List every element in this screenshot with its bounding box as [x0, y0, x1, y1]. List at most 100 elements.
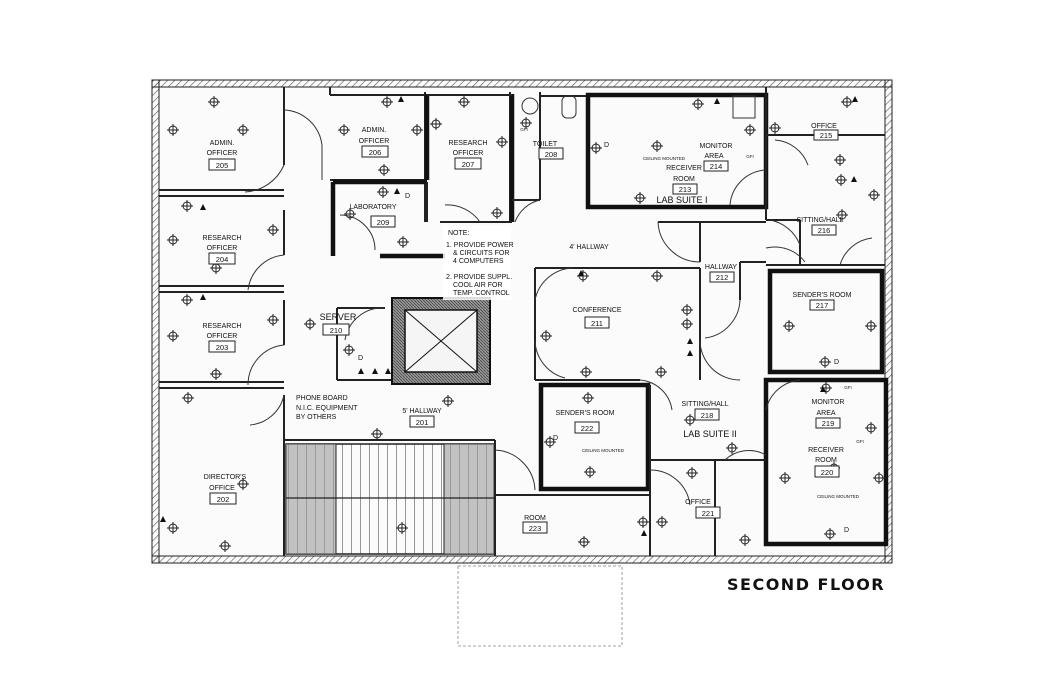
room-name: ADMIN. [210, 140, 235, 147]
room-name-2: OFFICER [207, 150, 238, 157]
room-219: MONITOR AREA 219 [812, 399, 845, 429]
room-211: CONFERENCE 211 [572, 307, 622, 329]
svg-text:D: D [834, 359, 839, 366]
d-marks: D D D D D D [358, 142, 849, 534]
svg-text:D: D [358, 355, 363, 362]
room-name-2: AREA [704, 153, 723, 160]
room-number: 216 [818, 226, 831, 235]
room-220: RECEIVER ROOM 220 [808, 447, 844, 478]
room-number: 217 [816, 301, 829, 310]
phone-board-note: PHONE BOARD N.I.C. EQUIPMENT BY OTHERS [296, 395, 358, 421]
room-name: ROOM [524, 515, 546, 522]
stairs [285, 443, 495, 555]
room-number: 218 [701, 411, 714, 420]
room-name: SERVER [320, 312, 357, 322]
room-201: 5' HALLWAY 201 [402, 408, 442, 428]
room-name-2: OFFICER [359, 138, 390, 145]
room-221: OFFICE 221 [685, 499, 721, 519]
room-number: 221 [702, 509, 715, 518]
room-name: RECEIVER [666, 165, 702, 172]
room-name: RESEARCH [449, 140, 488, 147]
note-title: NOTE: [448, 230, 469, 237]
room-203: RESEARCH OFFICER 203 [203, 323, 242, 353]
note-block: NOTE: 1. PROVIDE POWER & CIRCUITS FOR 4 … [443, 226, 514, 300]
room-209: LABORATORY 209 [349, 204, 397, 228]
note-line: & CIRCUITS FOR [453, 250, 509, 257]
room-name: OFFICE [685, 499, 711, 506]
room-223: ROOM 223 [522, 515, 548, 534]
room-213: RECEIVER ROOM 213 [666, 165, 702, 195]
room-name: MONITOR [812, 399, 845, 406]
note-line: 1. PROVIDE POWER [446, 242, 514, 249]
door-swings [244, 109, 873, 506]
note-line: 4 COMPUTERS [453, 258, 504, 265]
svg-text:GFI: GFI [520, 127, 528, 132]
room-name: SITTING/HALL [796, 217, 843, 224]
room-name: MONITOR [700, 143, 733, 150]
svg-text:GFI: GFI [844, 385, 852, 390]
room-212: HALLWAY 212 [705, 264, 737, 283]
note-line: 2. PROVIDE SUPPL. [446, 274, 512, 281]
svg-text:D: D [553, 435, 558, 442]
note-line: COOL AIR FOR [453, 282, 503, 289]
room-number: 223 [529, 524, 542, 533]
room-name: SITTING/HALL [681, 401, 728, 408]
room-number: 209 [377, 218, 390, 227]
room-number: 206 [369, 148, 382, 157]
room-name: SENDER'S ROOM [556, 410, 615, 417]
room-name: TOILET [533, 141, 558, 148]
svg-text:D: D [604, 142, 609, 149]
svg-text:CEILING MOUNTED: CEILING MOUNTED [643, 156, 686, 161]
room-206: ADMIN. OFFICER 206 [359, 127, 390, 158]
room-number: 219 [822, 419, 835, 428]
room-name: RESEARCH [203, 323, 242, 330]
room-214: MONITOR AREA 214 [700, 143, 733, 172]
room-number: 207 [462, 160, 475, 169]
room-name: 5' HALLWAY [402, 408, 442, 415]
room-name-2: ROOM [815, 457, 837, 464]
note-line: TEMP. CONTROL [453, 290, 510, 297]
room-name: RESEARCH [203, 235, 242, 242]
room-name-2: OFFICE [209, 485, 235, 492]
room-name: DIRECTOR'S [204, 474, 247, 481]
svg-text:GFI: GFI [856, 439, 864, 444]
room-number: 215 [820, 131, 833, 140]
room-number: 201 [416, 418, 429, 427]
room-number: 212 [716, 273, 729, 282]
room-name: RECEIVER [808, 447, 844, 454]
room-name-2: ROOM [673, 176, 695, 183]
room-name: SENDER'S ROOM [793, 292, 852, 299]
svg-text:CEILING MOUNTED: CEILING MOUNTED [817, 494, 860, 499]
room-202: DIRECTOR'S OFFICE 202 [204, 474, 247, 505]
room-number: 214 [710, 162, 723, 171]
room-207: RESEARCH OFFICER 207 [449, 140, 488, 170]
room-name: CONFERENCE [572, 307, 621, 314]
porch-outline [457, 565, 623, 647]
room-name-2: OFFICER [207, 333, 238, 340]
room-number: 220 [821, 468, 834, 477]
room-name: LABORATORY [349, 204, 396, 211]
ceiling-mounted-labels: CEILING MOUNTED CEILING MOUNTED CEILING … [582, 156, 860, 499]
room-204: RESEARCH OFFICER 204 [203, 235, 242, 265]
phone-line: BY OTHERS [296, 414, 337, 421]
room-number: 202 [217, 495, 230, 504]
room-number: 203 [216, 343, 229, 352]
room-name-2: OFFICER [207, 245, 238, 252]
room-216: SITTING/HALL 216 [796, 217, 844, 236]
lab-suite-1-label: LAB SUITE I [656, 195, 707, 205]
room-number: 210 [330, 326, 343, 335]
svg-text:D: D [844, 527, 849, 534]
phone-line: N.I.C. EQUIPMENT [296, 405, 358, 412]
room-name: HALLWAY [705, 264, 737, 271]
room-205: ADMIN. OFFICER 205 [207, 140, 238, 171]
room-name: OFFICE [811, 123, 837, 130]
interior-walls [159, 87, 889, 556]
elevator-shaft [391, 297, 491, 385]
room-215: OFFICE 215 [811, 123, 839, 141]
toilet-fixtures [521, 95, 756, 119]
room-208: TOILET 208 [533, 141, 564, 160]
room-number: 205 [216, 161, 229, 170]
room-number: 204 [216, 255, 229, 264]
lab-suite-2-label: LAB SUITE II [683, 429, 737, 439]
room-number: 213 [679, 185, 692, 194]
